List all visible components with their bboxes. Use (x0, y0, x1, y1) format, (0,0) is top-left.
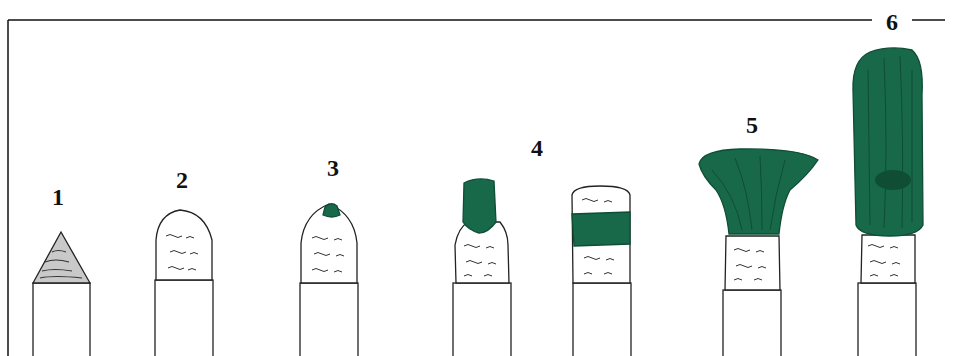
brush-tip (33, 232, 90, 283)
brush-handle (723, 290, 781, 356)
brush-ferrule (861, 235, 915, 283)
paint-tip (323, 204, 340, 217)
brush-ferrule (725, 236, 780, 290)
bristle-shadow (875, 170, 911, 190)
brush-handle (573, 283, 631, 356)
fan-bristles (699, 149, 818, 234)
bristle-lines (712, 156, 785, 230)
green-band (572, 212, 630, 246)
brush-1 (33, 232, 90, 356)
hatching (40, 251, 82, 279)
frame-line (912, 19, 945, 21)
callout-number: 3 (324, 155, 342, 181)
hatching (312, 237, 344, 273)
brush-2 (155, 210, 213, 356)
brush-handle (33, 283, 90, 356)
hatching (582, 199, 614, 275)
hatching (868, 245, 900, 277)
brush-3 (300, 204, 358, 356)
hatching (734, 249, 766, 281)
frame-line (8, 19, 872, 21)
callout-number: 6 (883, 9, 901, 35)
brush-6 (853, 48, 923, 356)
brush-tip (301, 204, 357, 283)
bristle-lines (868, 56, 912, 228)
brush-handle (300, 283, 358, 356)
green-bristles (463, 179, 496, 233)
brush-ferrule (572, 186, 630, 283)
hatching (166, 235, 198, 271)
hatching (464, 245, 496, 277)
callout-number: 1 (49, 184, 67, 210)
brush-4b (572, 186, 631, 356)
frame-line (7, 20, 9, 356)
callout-number: 2 (173, 167, 191, 193)
callout-number: 4 (528, 135, 546, 161)
brush-tip (156, 210, 212, 280)
brush-4a (453, 179, 511, 356)
flat-bristles (853, 48, 923, 236)
brush-handle (155, 280, 213, 356)
brush-handle (858, 283, 916, 356)
callout-number: 5 (743, 112, 761, 138)
brush-handle (453, 283, 511, 356)
brush-5 (699, 149, 818, 356)
